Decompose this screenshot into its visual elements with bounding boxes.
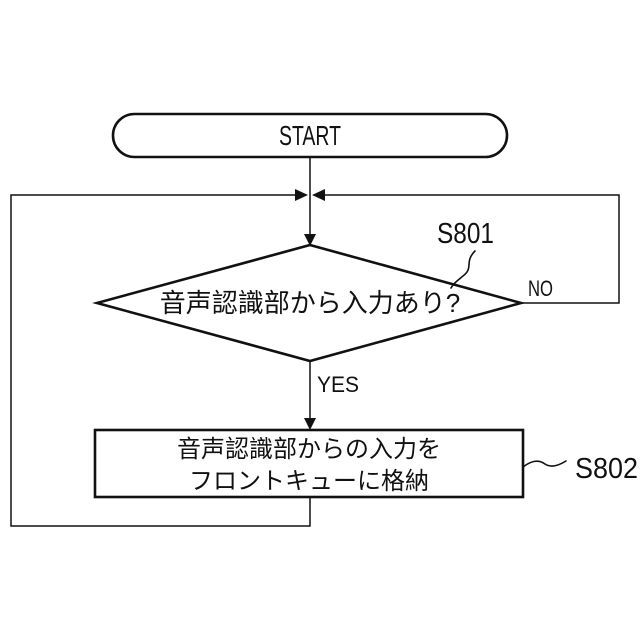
s802-leader-line bbox=[522, 460, 567, 468]
decision-label: 音声認識部から入力あり? bbox=[160, 288, 460, 318]
arrow-right-into-junction-icon bbox=[295, 189, 308, 201]
arrow-down-into-process-icon bbox=[304, 418, 316, 430]
arrow-down-into-decision-icon bbox=[304, 234, 316, 246]
s801-step-label: S801 bbox=[437, 218, 494, 250]
start-terminator-shape bbox=[111, 112, 509, 159]
s802-step-label: S802 bbox=[575, 453, 638, 485]
process-box-shape bbox=[93, 428, 525, 499]
connector-left-return-loop bbox=[10, 194, 311, 527]
connector-no-return-loop bbox=[325, 194, 620, 304]
yes-branch-label: YES bbox=[317, 372, 359, 397]
s801-leader-line bbox=[450, 250, 476, 289]
start-label: START bbox=[279, 120, 341, 151]
process-label-line2: フロントキューに格納 bbox=[189, 468, 429, 495]
process-label-line1: 音声認識部からの入力を bbox=[177, 436, 441, 463]
no-branch-label: NO bbox=[528, 276, 553, 301]
decision-diamond-shape bbox=[92, 243, 526, 363]
arrow-left-into-junction-icon bbox=[312, 189, 325, 201]
